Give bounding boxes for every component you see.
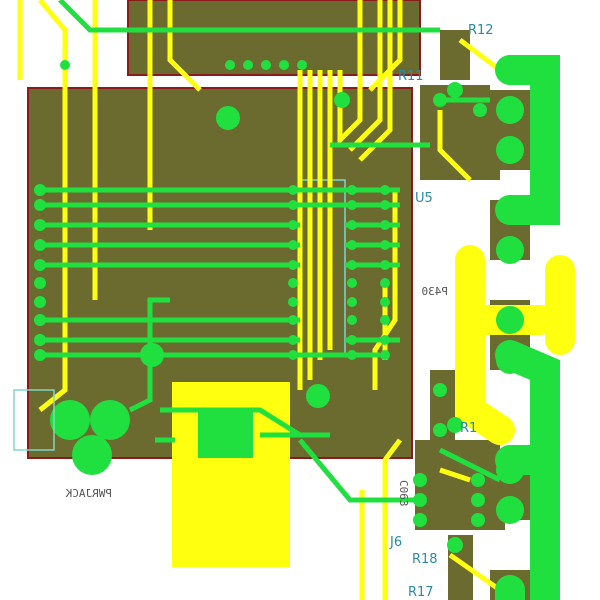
pin: [261, 60, 271, 70]
pin: [34, 349, 46, 361]
pin: [380, 297, 390, 307]
pin: [380, 185, 390, 195]
pin: [288, 185, 298, 195]
label-r1: R1: [460, 421, 477, 436]
pin: [380, 350, 390, 360]
pin: [34, 314, 46, 326]
pin: [347, 240, 357, 250]
pin: [34, 259, 46, 271]
pin: [347, 185, 357, 195]
pin: [34, 239, 46, 251]
pin: [380, 315, 390, 325]
pin: [279, 60, 289, 70]
pin: [34, 296, 46, 308]
chip-pins: [34, 60, 390, 361]
pin: [34, 277, 46, 289]
label-j6: J6: [389, 535, 402, 550]
pin: [288, 260, 298, 270]
pin: [347, 350, 357, 360]
bottom-traces: [40, 0, 502, 503]
pin: [60, 60, 70, 70]
label-r17: R17: [408, 585, 434, 600]
pin: [243, 60, 253, 70]
pin: [347, 278, 357, 288]
pin: [34, 219, 46, 231]
pin: [34, 199, 46, 211]
pin: [380, 260, 390, 270]
pin: [288, 315, 298, 325]
pin: [347, 297, 357, 307]
regulator-tab: [198, 408, 253, 458]
label-r11: R11: [398, 69, 424, 84]
pin: [347, 260, 357, 270]
pin: [297, 60, 307, 70]
pin: [288, 200, 298, 210]
pin: [288, 278, 298, 288]
pin: [34, 184, 46, 196]
pads: [50, 82, 524, 600]
pin: [225, 60, 235, 70]
pin: [288, 220, 298, 230]
pwrjack-outline: [13, 389, 55, 451]
pin: [380, 200, 390, 210]
pin: [347, 335, 357, 345]
label-c063: C063: [397, 480, 410, 507]
pin: [380, 335, 390, 345]
pin: [288, 350, 298, 360]
pin: [380, 220, 390, 230]
label-pwrjack: PWRJACK: [65, 487, 112, 500]
label-r18: R18: [412, 552, 438, 567]
pin: [347, 315, 357, 325]
pin: [288, 297, 298, 307]
label-p430: P430: [422, 285, 449, 298]
pin: [347, 220, 357, 230]
pin: [347, 200, 357, 210]
pin: [288, 335, 298, 345]
pin: [380, 240, 390, 250]
label-r12: R12: [468, 23, 494, 38]
pin: [288, 240, 298, 250]
pin: [380, 278, 390, 288]
label-u5: U5: [415, 191, 433, 206]
pin: [34, 334, 46, 346]
top-copper-region: [127, 0, 421, 76]
